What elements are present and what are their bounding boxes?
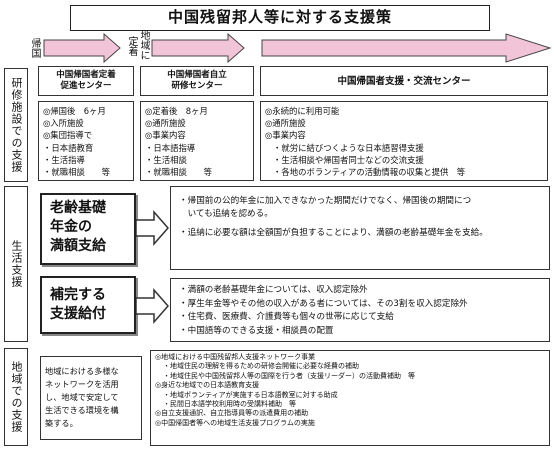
- section-life: 生活支援: [4, 186, 28, 342]
- section-training: 研修施設での支援: [4, 68, 28, 182]
- page-title: 中国残留邦人等に対する支援策: [70, 5, 490, 31]
- community-desc-line: ・地域ボランティアが実施する日本語教室に対する助成: [163, 390, 338, 399]
- community-desc-line: ◎自立支援通訳、自立指導員等の派遣費用の補助: [155, 409, 309, 418]
- pension-desc-line: いても追納を認める。: [179, 209, 273, 219]
- community-label-line: 地域における多様な: [45, 366, 119, 376]
- supplement-label-box: 補完する 支援給付: [40, 276, 136, 334]
- list-item: ◎集団指導で: [43, 130, 93, 141]
- community-desc-line: ・民間日本語学校利用時の受講料補助 等: [163, 400, 296, 409]
- list-item: ◎定着後 8ヶ月: [145, 106, 208, 116]
- list-item: ◎入所施設: [43, 118, 84, 129]
- list-item: ・生活相談: [145, 154, 187, 165]
- pension-arrow: [136, 210, 169, 246]
- list-item: ◎事業内容: [145, 130, 186, 141]
- pension-desc: ・帰国前の公的年金に加入できなかった期間だけでなく、帰国後の期間につ いても追納…: [170, 186, 550, 270]
- center1-header: 中国帰国者定着 促進センター: [38, 66, 134, 96]
- settle-label: 定着: [126, 36, 137, 56]
- supplement-desc: ・満額の老齢基礎年金については、収入認定除外 ・厚生年金等やその他の収入がある者…: [170, 278, 550, 342]
- community-desc-line: ◎中国帰国者等への地域生活支援プログラムの実施: [155, 418, 315, 427]
- community-label-line: ネットワークを活用: [45, 379, 119, 389]
- pension-label-box: 老齢基礎 年金の 満額支給: [40, 193, 136, 265]
- arrow-settle: [151, 32, 245, 64]
- list-item: ・生活相談や帰国者同士などの交流支援: [273, 154, 424, 165]
- list-item: ・就労に結びつくような日本語習得支援: [273, 142, 424, 153]
- pension-desc-line: ・帰国前の公的年金に加入できなかった期間だけでなく、帰国後の期間につ: [179, 196, 472, 206]
- supplement-label-line: 補完する: [50, 287, 106, 303]
- list-item: ◎事業内容: [265, 130, 306, 141]
- community-label-line: 生活できる環境を構: [45, 405, 119, 415]
- supplement-desc-line: ・満額の老齢基礎年金については、収入認定除外: [179, 285, 368, 295]
- list-item: ◎通所施設: [265, 118, 306, 129]
- community-desc-line: ◎身近な地域での日本語教育支援: [155, 381, 260, 390]
- list-item: ・就職相談 等: [145, 167, 212, 178]
- pension-desc-line: ・追納に必要な額は全額国が負担することにより、満額の老齢基礎年金を支給。: [179, 228, 488, 238]
- list-item: ・就職相談 等: [43, 167, 110, 178]
- list-item: ・生活指導: [43, 154, 85, 165]
- center2-line2: 研修センター: [171, 81, 223, 91]
- center2-line1: 中国帰国者自立: [167, 70, 227, 80]
- center3-title: 中国帰国者支援・交流センター: [337, 75, 471, 87]
- list-item: ・日本語教育: [43, 142, 94, 153]
- supplement-desc-line: ・中国語等のできる支援・相談員の配置: [179, 325, 334, 336]
- list-item: ・各地のボランティアの活動情報の収集と提供 等: [273, 167, 466, 178]
- center2-header: 中国帰国者自立 研修センター: [140, 66, 254, 96]
- arrow-local: [261, 33, 552, 63]
- list-item: ・日本語指導: [145, 142, 196, 153]
- center3-header: 中国帰国者支援・交流センター: [260, 66, 548, 96]
- community-label-line: し、地域で安定して: [45, 392, 119, 402]
- community-desc-line: ・地域住民の理解を得るための研修会開催に必要な経費の補助: [163, 362, 359, 371]
- community-desc-line: ◎地域における中国残留邦人支援ネットワーク事業: [155, 353, 316, 361]
- center3-info: ◎永続的に利用可能 ◎通所施設 ◎事業内容 ・就労に結びつくような日本語習得支援…: [260, 101, 548, 181]
- return-label: 帰国: [29, 38, 40, 58]
- supplement-arrow: [136, 288, 169, 324]
- arrow-return: [43, 32, 121, 64]
- supplement-label-line: 支援給付: [50, 306, 106, 322]
- pension-label-line: 年金の: [50, 219, 92, 235]
- list-item: ◎帰国後 6ヶ月: [43, 106, 106, 116]
- community-label-box: 地域における多様な ネットワークを活用 し、地域で安定して 生活できる環境を構 …: [40, 356, 142, 440]
- timeline-arrows: [43, 32, 552, 64]
- center1-line2: 促進センター: [60, 81, 112, 91]
- center1-info: ◎帰国後 6ヶ月 ◎入所施設 ◎集団指導で ・日本語教育 ・生活指導 ・就職相談…: [38, 101, 134, 181]
- list-item: ◎通所施設: [145, 118, 186, 129]
- list-item: ◎永続的に利用可能: [265, 106, 340, 116]
- pension-label-line: 満額支給: [50, 238, 106, 254]
- center1-line1: 中国帰国者定着: [56, 70, 116, 80]
- supplement-desc-line: ・住宅費、医療費、介護費等も個々の世帯に応じて支給: [179, 312, 394, 322]
- center2-info: ◎定着後 8ヶ月 ◎通所施設 ◎事業内容 ・日本語指導 ・生活相談 ・就職相談 …: [140, 101, 254, 181]
- community-desc: ◎地域における中国残留邦人支援ネットワーク事業 ・地域住民の理解を得るための研修…: [150, 350, 550, 446]
- pension-label-line: 老齢基礎: [50, 200, 106, 216]
- local-label: 地域に: [138, 30, 149, 60]
- community-desc-line: ・地域住民や中国残留邦人等の国際を行う者（支援リーダー）の活動費補助 等: [163, 371, 415, 380]
- section-community: 地域での支援: [4, 348, 28, 446]
- community-label-line: 築する。: [45, 418, 78, 428]
- supplement-desc-line: ・厚生年金等やその他の収入がある者については、その3割を収入認定除外: [179, 298, 468, 309]
